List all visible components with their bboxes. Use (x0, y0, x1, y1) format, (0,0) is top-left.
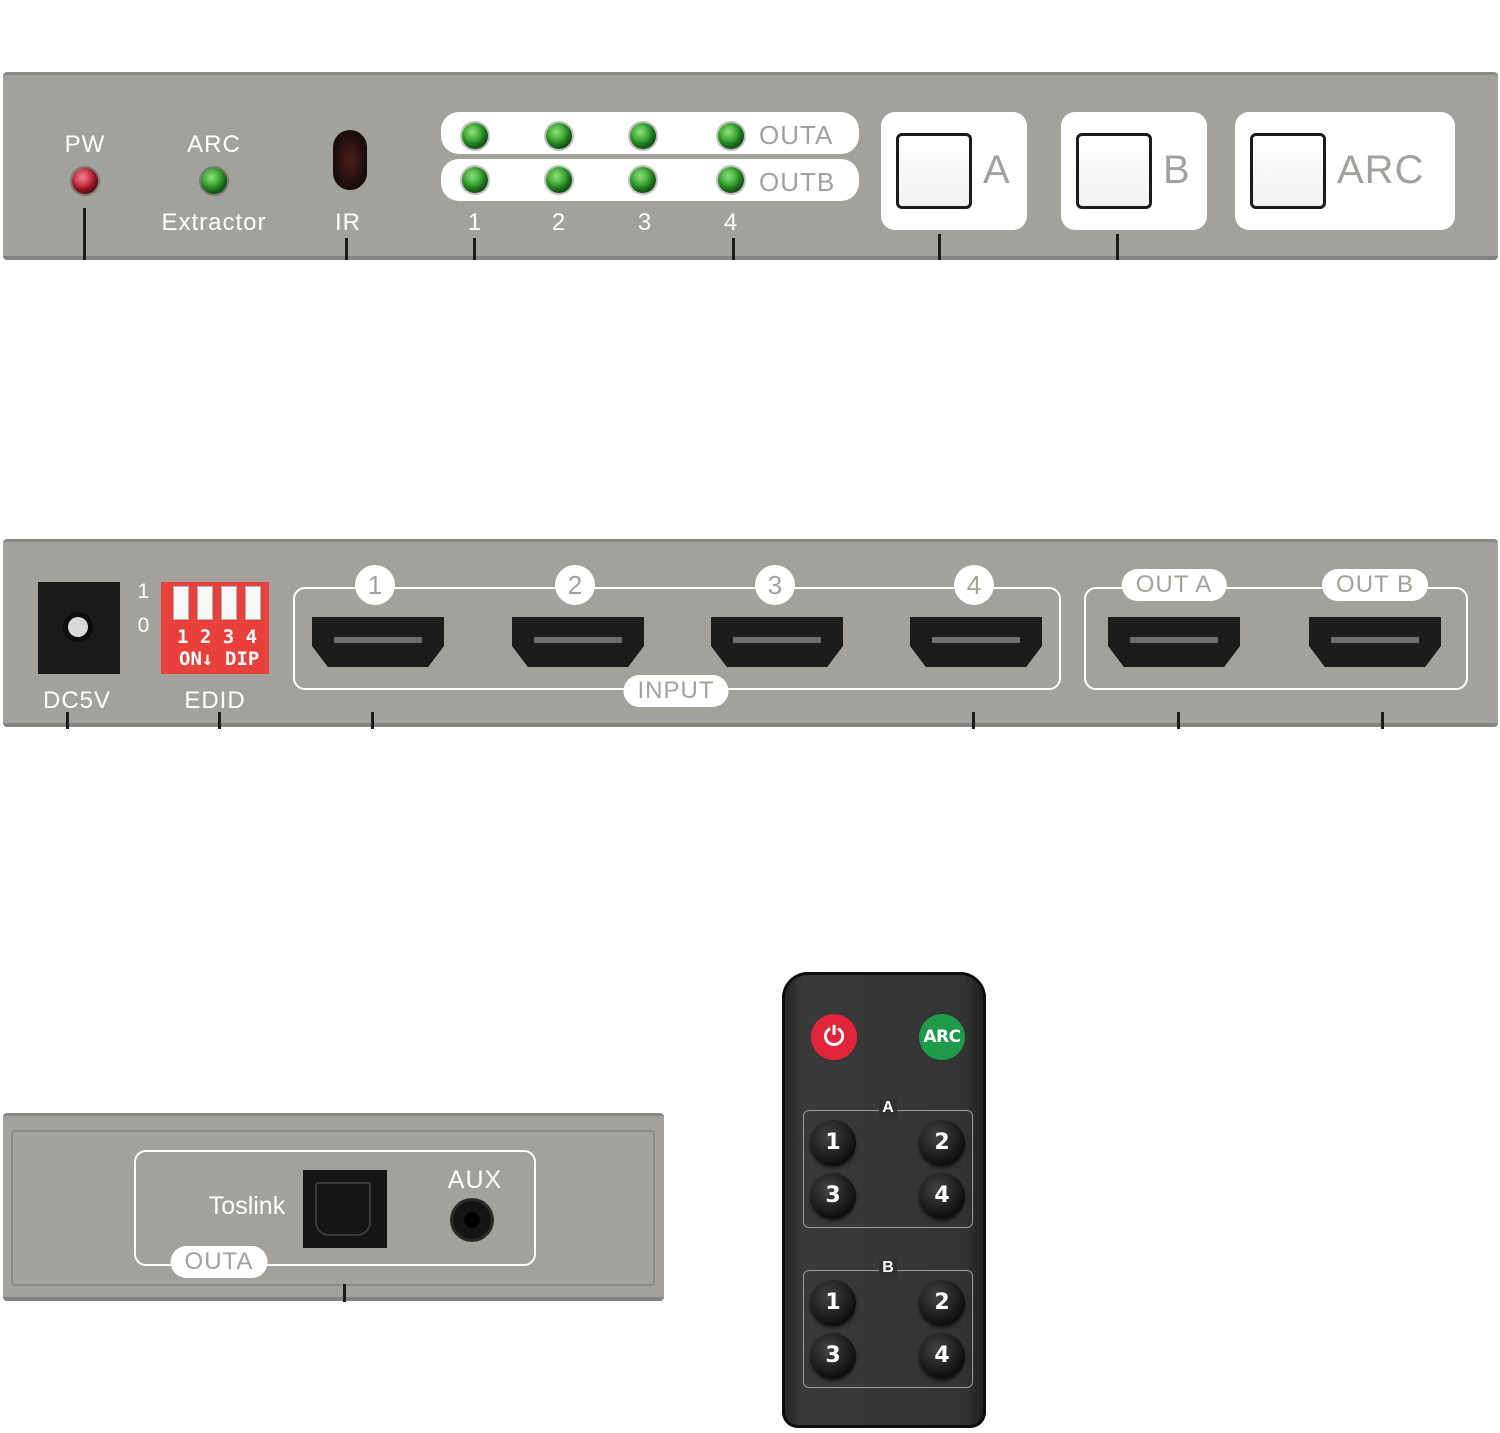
audio-output-group-box (134, 1150, 536, 1266)
callout-line (1116, 234, 1119, 260)
remote-a-1-button[interactable]: 1 (810, 1120, 856, 1166)
out-b-tag: OUT B (1322, 569, 1428, 601)
callout-line (732, 238, 735, 260)
input-number-2: 2 (555, 565, 595, 605)
side-panel-inner-frame (11, 1130, 655, 1286)
ir-remote-control: ⏻ ARC A 1 2 3 4 B 1 2 3 4 (782, 972, 986, 1428)
button-arc-label: ARC (1337, 148, 1425, 192)
remote-b-1-button[interactable]: 1 (810, 1280, 856, 1326)
arc-label: ARC (187, 131, 241, 158)
out-b-led-1 (462, 167, 488, 193)
button-a[interactable] (896, 133, 972, 209)
button-b-card: B (1061, 112, 1207, 230)
button-arc[interactable] (1250, 133, 1326, 209)
callout-line (343, 1284, 346, 1302)
toslink-label: Toslink (208, 1192, 286, 1220)
button-a-label: A (983, 148, 1011, 192)
dip-label: DIP (225, 648, 260, 670)
remote-arc-button[interactable]: ARC (919, 1014, 965, 1060)
hdmi-input-1-port[interactable] (312, 617, 444, 667)
arc-led (201, 168, 227, 194)
dc-power-jack[interactable] (38, 582, 120, 674)
dc5v-label: DC5V (42, 687, 112, 714)
callout-line (218, 712, 221, 729)
out-a-led-2 (546, 123, 572, 149)
ir-receiver-window (333, 130, 367, 190)
remote-a-4-button[interactable]: 4 (919, 1173, 965, 1219)
dip-state-1-label: 1 (137, 580, 151, 603)
callout-line (371, 712, 374, 729)
remote-group-b-label: B (879, 1259, 897, 1277)
toslink-optical-port[interactable] (303, 1170, 387, 1248)
hdmi-out-b-port[interactable] (1309, 617, 1441, 667)
button-a-card: A (881, 112, 1027, 230)
pw-label: PW (64, 131, 106, 158)
out-b-led-3 (630, 167, 656, 193)
channel-label-2: 2 (551, 209, 567, 236)
button-b-label: B (1163, 148, 1191, 192)
channel-label-4: 4 (723, 209, 739, 236)
callout-line (345, 238, 348, 260)
out-a-tag: OUT A (1121, 569, 1227, 601)
dip-lever-4[interactable] (245, 586, 261, 620)
callout-line (972, 712, 975, 729)
dip-state-0-label: 0 (137, 614, 151, 637)
remote-a-2-button[interactable]: 2 (919, 1120, 965, 1166)
callout-line (1381, 712, 1384, 729)
callout-line (473, 238, 476, 260)
edid-dip-switch[interactable]: 1 2 3 4 ON↓ DIP (161, 582, 269, 674)
hdmi-input-2-port[interactable] (512, 617, 644, 667)
power-led (72, 168, 98, 194)
input-tag: INPUT (623, 675, 729, 707)
out-a-led-1 (462, 123, 488, 149)
out-b-led-2 (546, 167, 572, 193)
out-a-led-4 (718, 123, 744, 149)
channel-label-1: 1 (467, 209, 483, 236)
button-b[interactable] (1076, 133, 1152, 209)
remote-group-a: A (803, 1099, 973, 1228)
dip-lever-1[interactable] (173, 586, 189, 620)
aux-label: AUX (447, 1166, 503, 1194)
out-a-led-3 (630, 123, 656, 149)
aux-audio-jack[interactable] (453, 1201, 491, 1239)
remote-group-b: B (803, 1259, 973, 1388)
ir-label: IR (335, 209, 361, 236)
remote-b-2-button[interactable]: 2 (919, 1280, 965, 1326)
outa-tag: OUTA (170, 1246, 268, 1278)
input-number-3: 3 (755, 565, 795, 605)
channel-label-3: 3 (637, 209, 653, 236)
remote-a-3-button[interactable]: 3 (810, 1173, 856, 1219)
callout-line (938, 234, 941, 260)
remote-b-3-button[interactable]: 3 (810, 1333, 856, 1379)
out-b-label: OUTB (759, 167, 836, 197)
front-panel: PW ARC Extractor IR OUTA OUTB 1 2 3 4 A … (3, 72, 1498, 260)
side-panel: Toslink AUX OUTA (3, 1113, 664, 1301)
edid-label: EDID (184, 687, 246, 714)
button-arc-card: ARC (1235, 112, 1455, 230)
callout-line (66, 712, 69, 729)
out-a-label: OUTA (759, 120, 834, 150)
rear-panel: DC5V 1 0 1 2 3 4 ON↓ DIP EDID 1 2 3 4 OU… (3, 539, 1498, 727)
remote-group-a-label: A (879, 1099, 897, 1117)
callout-line (83, 208, 86, 260)
hdmi-out-a-port[interactable] (1108, 617, 1240, 667)
out-b-led-4 (718, 167, 744, 193)
hdmi-input-3-port[interactable] (711, 617, 843, 667)
dip-on-label: ON↓ (179, 648, 214, 670)
input-number-1: 1 (355, 565, 395, 605)
callout-line (1177, 712, 1180, 729)
output-group-box (1084, 587, 1468, 690)
dip-lever-2[interactable] (197, 586, 213, 620)
power-icon[interactable]: ⏻ (811, 1014, 857, 1060)
remote-b-4-button[interactable]: 4 (919, 1333, 965, 1379)
input-number-4: 4 (954, 565, 994, 605)
hdmi-input-4-port[interactable] (910, 617, 1042, 667)
dip-numbers: 1 2 3 4 (177, 626, 258, 648)
dip-lever-3[interactable] (221, 586, 237, 620)
extractor-label: Extractor (161, 209, 267, 236)
